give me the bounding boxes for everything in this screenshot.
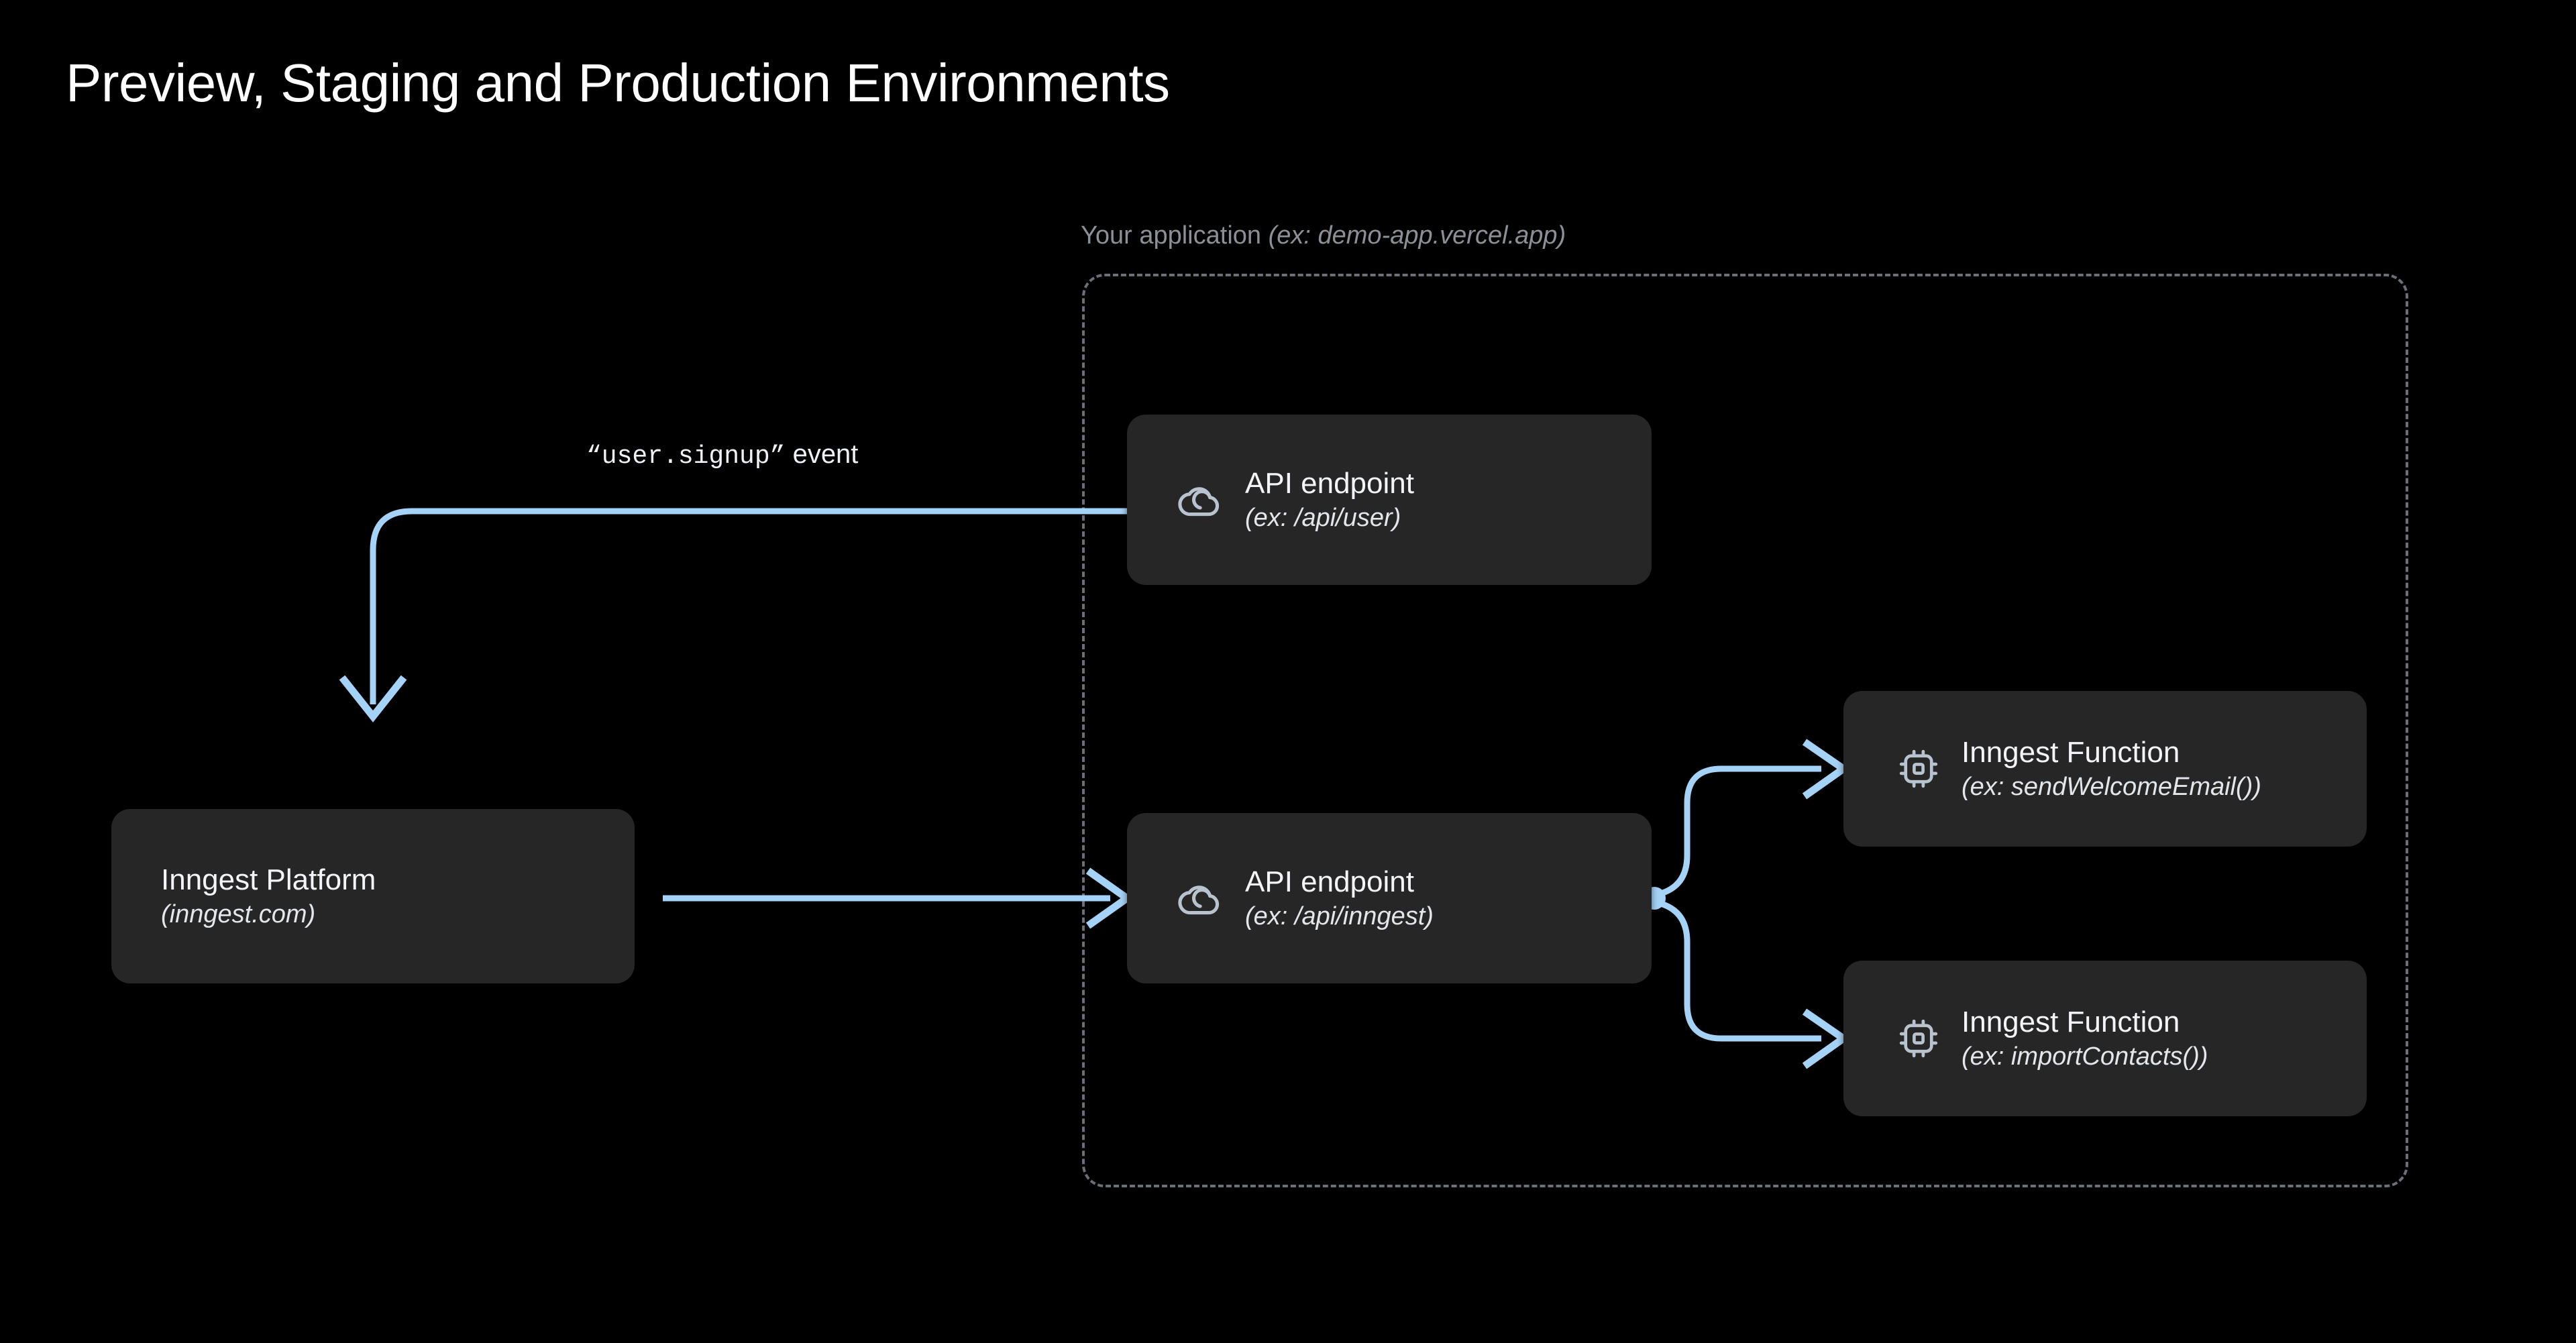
app-container-label-example: (ex: demo-app.vercel.app) [1268, 221, 1566, 250]
node-card-fn-import-contacts[interactable]: Inngest Function (ex: importContacts()) [1843, 961, 2367, 1116]
card-title: API endpoint [1245, 466, 1414, 500]
app-container-label: Your application (ex: demo-app.vercel.ap… [1081, 221, 1566, 250]
event-label: “user.signup” event [586, 439, 858, 471]
app-container-label-main: Your application [1081, 221, 1269, 250]
card-subtitle: (ex: /api/user) [1245, 503, 1401, 532]
card-title: API endpoint [1245, 865, 1414, 898]
cpu-chip-icon [1893, 1013, 1944, 1064]
event-label-word: event [785, 439, 859, 469]
page-title: Preview, Staging and Production Environm… [66, 53, 1170, 113]
card-title: Inngest Function [1962, 735, 2180, 769]
card-subtitle: (ex: sendWelcomeEmail()) [1962, 772, 2261, 801]
cloud-icon [1177, 474, 1228, 525]
card-title: Inngest Function [1962, 1005, 2180, 1038]
card-text: Inngest Function (ex: importContacts()) [1962, 1005, 2208, 1072]
card-text: Inngest Function (ex: sendWelcomeEmail()… [1962, 735, 2261, 802]
card-title: Inngest Platform [161, 863, 376, 896]
node-card-api-user[interactable]: API endpoint (ex: /api/user) [1127, 415, 1652, 585]
cpu-chip-icon [1893, 743, 1944, 794]
card-subtitle: (ex: importContacts()) [1962, 1042, 2208, 1071]
node-card-inngest-platform[interactable]: Inngest Platform (inngest.com) [111, 809, 635, 983]
connector-event-to-platform [339, 508, 1127, 722]
card-subtitle: (ex: /api/inngest) [1245, 902, 1434, 930]
card-text: API endpoint (ex: /api/user) [1245, 466, 1414, 533]
event-label-code: “user.signup” [586, 442, 786, 471]
connector-platform-to-api-inngest [663, 867, 1134, 929]
app-container-boundary [1082, 274, 2408, 1187]
card-text: Inngest Platform (inngest.com) [161, 863, 376, 930]
node-card-fn-send-welcome-email[interactable]: Inngest Function (ex: sendWelcomeEmail()… [1843, 691, 2367, 847]
card-text: API endpoint (ex: /api/inngest) [1245, 865, 1434, 932]
node-card-api-inngest[interactable]: API endpoint (ex: /api/inngest) [1127, 813, 1652, 983]
cloud-icon [1177, 873, 1228, 924]
card-subtitle: (inngest.com) [161, 900, 316, 928]
